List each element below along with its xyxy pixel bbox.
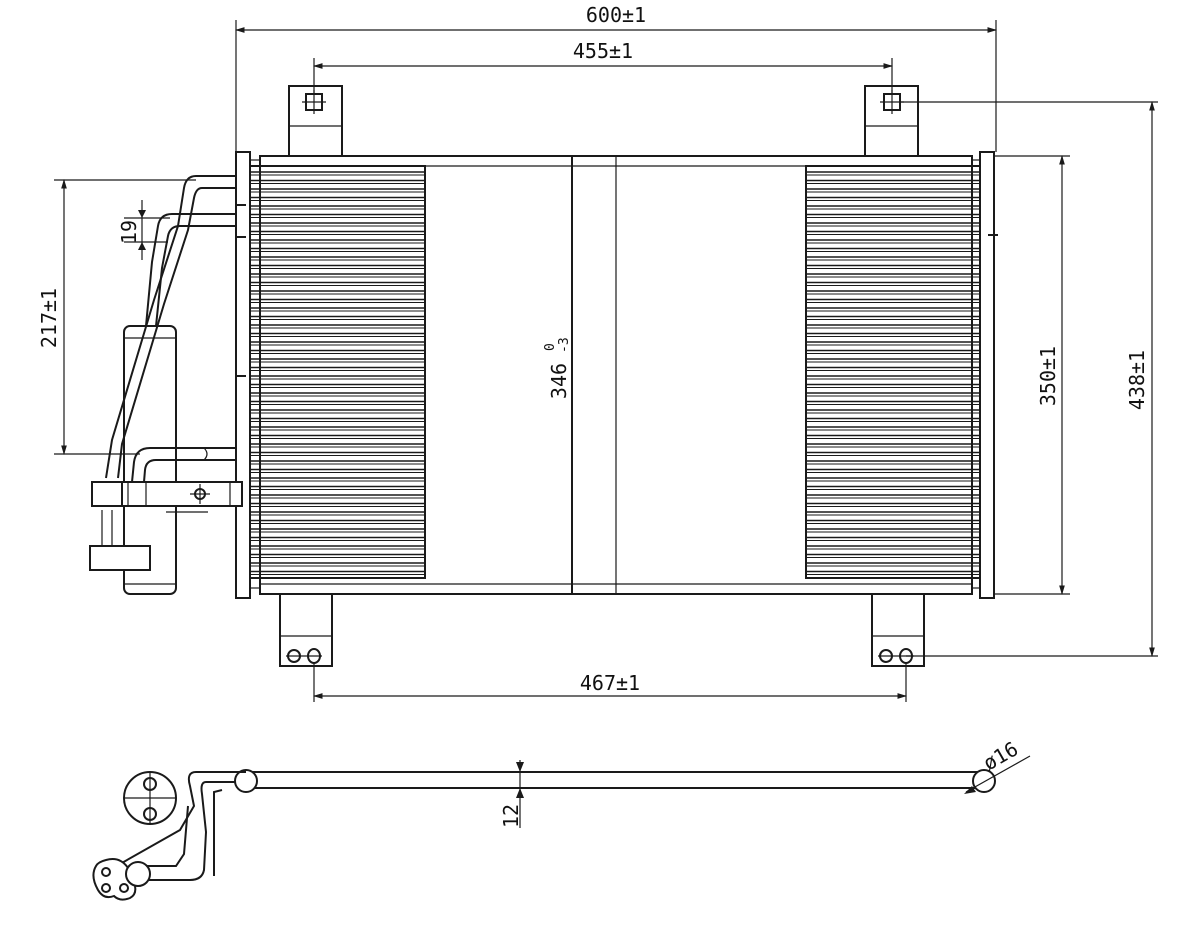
drier-cap xyxy=(89,545,151,571)
dim-overall-width: 600±1 xyxy=(586,3,646,27)
fins-left xyxy=(250,171,425,575)
pipe-clamp xyxy=(91,481,243,513)
rail-end-right xyxy=(972,769,996,793)
rail xyxy=(243,771,987,789)
dim-bottom-bracket-spacing: 467±1 xyxy=(580,671,640,695)
top-bracket-right xyxy=(864,85,919,157)
bottom-bracket-right xyxy=(871,593,925,667)
bottom-bracket-left xyxy=(279,593,333,667)
rail-end-left xyxy=(234,769,258,793)
refrigerant-pipes xyxy=(105,175,236,483)
top-bracket-left xyxy=(288,85,343,157)
dim-pipe-span: 217±1 xyxy=(37,288,61,348)
dim-core-height-tol-upper: 0 xyxy=(543,343,558,351)
dim-pipe-gap: 19 xyxy=(117,220,141,244)
fin-block-left xyxy=(249,165,426,579)
dim-side-height: 350±1 xyxy=(1036,346,1060,406)
front-view: 600±1 455±1 467±1 346 0 -3 350±1 438±1 2… xyxy=(37,3,1158,702)
fin-block-right xyxy=(805,165,981,579)
dim-top-bracket-spacing: 455±1 xyxy=(573,39,633,63)
dim-core-height: 346 xyxy=(547,363,571,399)
bottom-view: 12 ø16 xyxy=(92,737,1031,901)
dim-rail-thickness: 12 xyxy=(499,804,523,828)
right-header-tank xyxy=(979,151,995,599)
fins-right xyxy=(806,171,980,575)
dim-overall-height: 438±1 xyxy=(1125,350,1149,410)
dim-core-height-tol-lower: -3 xyxy=(557,337,572,353)
